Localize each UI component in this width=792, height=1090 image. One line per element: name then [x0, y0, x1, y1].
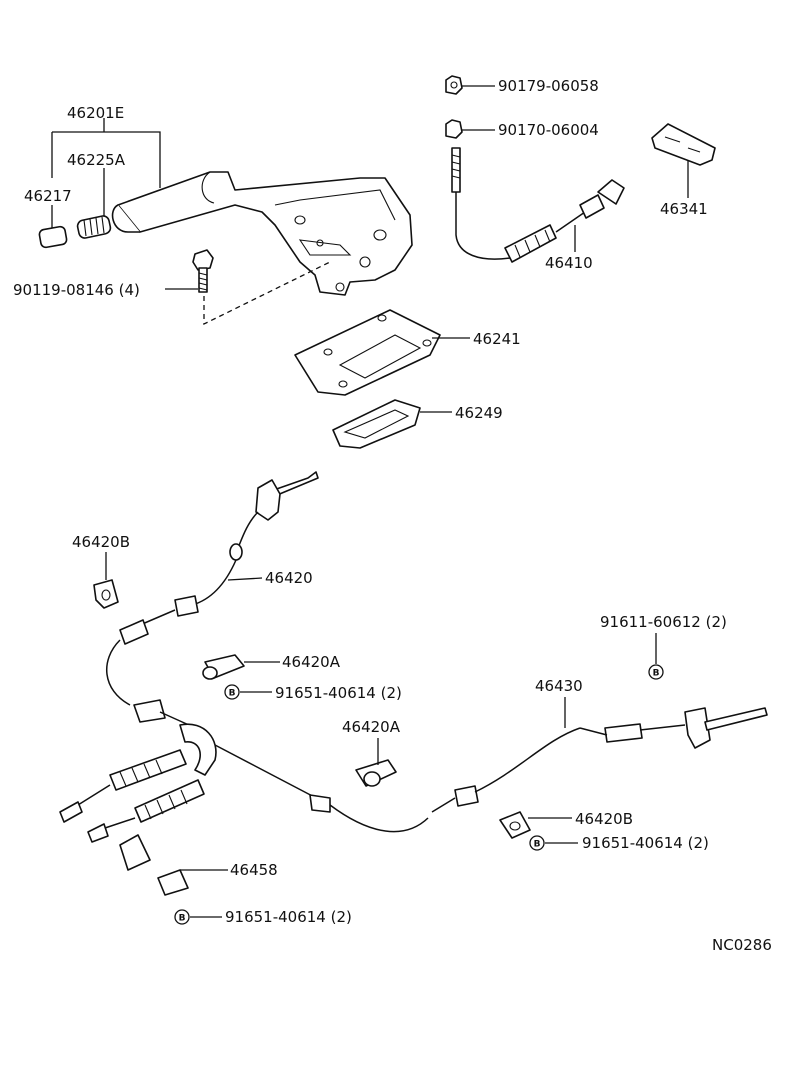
clip-46420B-top — [93, 579, 119, 609]
bolt-marker-1: B — [224, 684, 240, 700]
bolt-marker-2: B — [648, 664, 664, 680]
label-46225A: 46225A — [67, 151, 126, 169]
clip-46420A-1 — [202, 654, 245, 680]
clip-46420B-bottom — [499, 811, 531, 839]
label-46420B-top: 46420B — [72, 533, 130, 551]
label-90170-06004: 90170-06004 — [498, 121, 599, 139]
label-46217: 46217 — [24, 187, 72, 205]
label-46430: 46430 — [535, 677, 583, 695]
svg-text:B: B — [229, 689, 236, 699]
lever-bolt — [192, 249, 214, 293]
label-46341: 46341 — [660, 200, 708, 218]
bracket-46458 — [119, 834, 189, 896]
cable-46430 — [431, 707, 768, 813]
bolt-marker-4: B — [174, 909, 190, 925]
svg-text:B: B — [534, 840, 541, 850]
parking-brake-lever — [111, 171, 413, 296]
label-46420A-1: 46420A — [282, 653, 341, 671]
bolt-marker-3: B — [529, 835, 545, 851]
nut-90179-icon — [445, 75, 463, 95]
lever-button — [38, 225, 68, 249]
label-46420B-bottom: 46420B — [575, 810, 633, 828]
cable-46410 — [451, 147, 625, 263]
boot-46249 — [332, 399, 421, 449]
cable-46420 — [106, 471, 319, 706]
leader-lines — [51, 85, 689, 918]
svg-text:B: B — [179, 914, 186, 924]
label-46241: 46241 — [473, 330, 521, 348]
plate-46241 — [294, 309, 441, 396]
figure-code: NC0286 — [712, 936, 772, 954]
label-91611-60612: 91611-60612 (2) — [600, 613, 727, 631]
bolt-guide-line — [203, 261, 331, 326]
nut-90170-icon — [445, 119, 463, 139]
label-91651-40614-1: 91651-40614 (2) — [275, 684, 402, 702]
clip-46420A-2 — [355, 759, 397, 787]
label-46410: 46410 — [545, 254, 593, 272]
label-46249: 46249 — [455, 404, 503, 422]
label-90179-06058: 90179-06058 — [498, 77, 599, 95]
bracket-46341 — [651, 123, 716, 166]
label-46420: 46420 — [265, 569, 313, 587]
label-46458: 46458 — [230, 861, 278, 879]
label-46420A-2: 46420A — [342, 718, 401, 736]
label-46201E: 46201E — [67, 104, 124, 122]
label-91651-40614-2: 91651-40614 (2) — [582, 834, 709, 852]
label-90119-08146: 90119-08146 (4) — [13, 281, 140, 299]
cable-equalizer — [59, 699, 429, 843]
svg-text:B: B — [653, 669, 660, 679]
lever-spring — [76, 215, 112, 239]
label-91651-40614-3: 91651-40614 (2) — [225, 908, 352, 926]
